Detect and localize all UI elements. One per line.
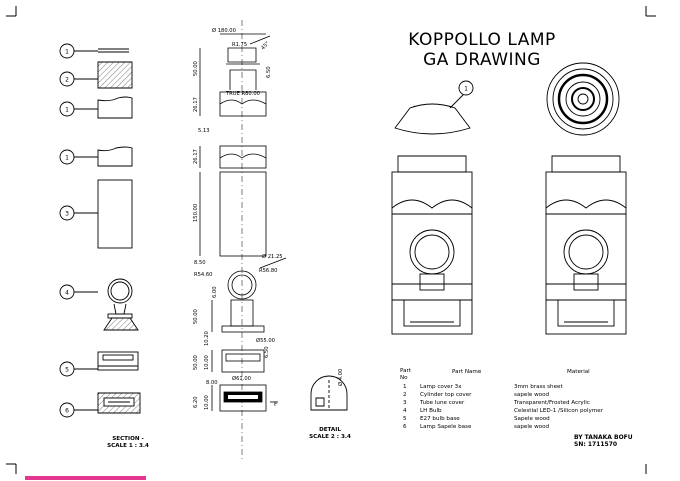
bom-row-no: 5	[403, 416, 407, 422]
dim-h2: 26.17	[193, 97, 199, 112]
bom-row-name: E27 bulb base	[420, 416, 460, 422]
exploded-parts	[59, 43, 141, 418]
balloon-label: 1	[65, 107, 69, 114]
title-line-1: KOPPOLLO LAMP	[408, 30, 556, 50]
bom-row-material: sapele wood	[514, 392, 550, 398]
dim-h1020: 10.20	[204, 331, 210, 346]
balloon-1c	[59, 149, 98, 165]
dim-true-r: TRUE R80.00	[225, 91, 260, 97]
bom-row-name: Tube lune cover	[420, 400, 465, 406]
balloon-3	[59, 205, 98, 221]
detail-scale-label: DETAIL SCALE 2 : 3.4	[309, 427, 351, 440]
balloon-label: 6	[65, 408, 69, 415]
bom-row-material: Celestial LED-1 /Silicon polymer	[514, 408, 604, 414]
front-view-left	[391, 155, 473, 335]
dim-w513: 5.13	[198, 128, 210, 134]
bom-row-material: sapele wood	[514, 424, 550, 430]
balloon-5	[59, 361, 98, 377]
section-scale-label: SECTION - SCALE 1 : 3.4	[107, 436, 149, 449]
cover-development	[394, 91, 471, 135]
bom-header-name: Part Name	[452, 369, 482, 375]
dim-detail-d: Ø 4.00	[337, 369, 344, 386]
balloon-label: 4	[65, 290, 69, 297]
title-line-2: GA DRAWING	[423, 50, 541, 70]
balloon-1b	[59, 101, 98, 117]
bom-header-material: Material	[567, 369, 590, 375]
student-number: SN: 1711570	[574, 441, 618, 448]
bom-row-no: 2	[403, 392, 407, 398]
bom-row-name: Lamp Sapele base	[420, 424, 472, 430]
balloon-2	[59, 71, 98, 87]
dim-h5000: 50.00	[193, 309, 199, 324]
dim-angle: 45°	[260, 40, 271, 51]
bom-row-name: Cylinder top cover	[420, 392, 472, 398]
bom-row-no: 3	[403, 400, 407, 406]
front-view-right	[545, 155, 627, 335]
bom-row-material: Transparent/Frosted Acrylic	[514, 400, 590, 406]
dim-h1b: 6.50	[266, 66, 272, 78]
dim-h3: 26.17	[193, 149, 199, 164]
bom-row-material: Sapele wood	[514, 416, 550, 422]
dim-r-top: R1.75	[232, 42, 247, 48]
balloon-label: 1	[65, 155, 69, 162]
dim-h620: 6.20	[193, 396, 199, 408]
dim-r5460: R54.60	[194, 272, 212, 278]
accent-bar	[25, 476, 146, 480]
dim-d2125: Ø 21.25	[262, 253, 283, 260]
balloon-label: 5	[65, 367, 69, 374]
dim-h850: 8.50	[194, 260, 206, 266]
bom-row-name: LH Bulb	[420, 408, 442, 414]
author-name: BY TANAKA BOFU	[574, 434, 633, 441]
bom-row-name: Lamp cover 3x	[420, 384, 462, 390]
dim-d-top: Ø 180.00	[212, 27, 236, 34]
bom-row-material: 3mm brass sheet	[514, 384, 563, 390]
dim-r5580: R56.80	[259, 268, 277, 274]
detail-view	[310, 375, 348, 411]
balloon-1a	[59, 43, 98, 59]
top-view	[546, 62, 620, 136]
balloon-6	[59, 402, 98, 418]
dim-h600: 6.00	[212, 286, 218, 298]
crop-marks	[6, 6, 656, 474]
dimension-labels: Ø 180.00 R1.75 45° 50.00 6.50 TRUE R80.0…	[193, 27, 344, 410]
dim-d6100: Ø61.00	[232, 375, 251, 382]
drawing-title: KOPPOLLO LAMP GA DRAWING	[392, 30, 572, 70]
top-view-balloon	[458, 80, 474, 96]
elevation-view	[199, 20, 287, 460]
bom-row-no: 4	[403, 408, 407, 414]
dim-d5500: Ø55.00	[256, 337, 275, 344]
dim-h5000b: 50.00	[193, 355, 199, 370]
dim-h1000: 10.00	[204, 355, 210, 370]
dim-h1: 50.00	[193, 61, 199, 76]
balloon-label: 2	[65, 77, 69, 84]
dim-h4: 150.00	[193, 204, 199, 222]
dim-h1000b: 10.00	[204, 395, 210, 410]
top-view-balloon-label: 1	[464, 86, 468, 93]
bom-row-no: 1	[403, 384, 407, 390]
balloon-label: 1	[65, 49, 69, 56]
detail-ref: F	[274, 401, 278, 408]
balloon-4	[59, 284, 98, 300]
dim-h650: 6.50	[264, 346, 270, 358]
bom-row-no: 6	[403, 424, 407, 430]
dim-h800: 8.00	[206, 380, 218, 386]
balloon-label: 3	[65, 211, 69, 218]
author-block: BY TANAKA BOFU SN: 1711570	[574, 434, 633, 448]
bom-header-part: Part No	[400, 368, 412, 381]
balloon-labels: 1 2 1 1 3 4 5 6	[65, 49, 69, 415]
